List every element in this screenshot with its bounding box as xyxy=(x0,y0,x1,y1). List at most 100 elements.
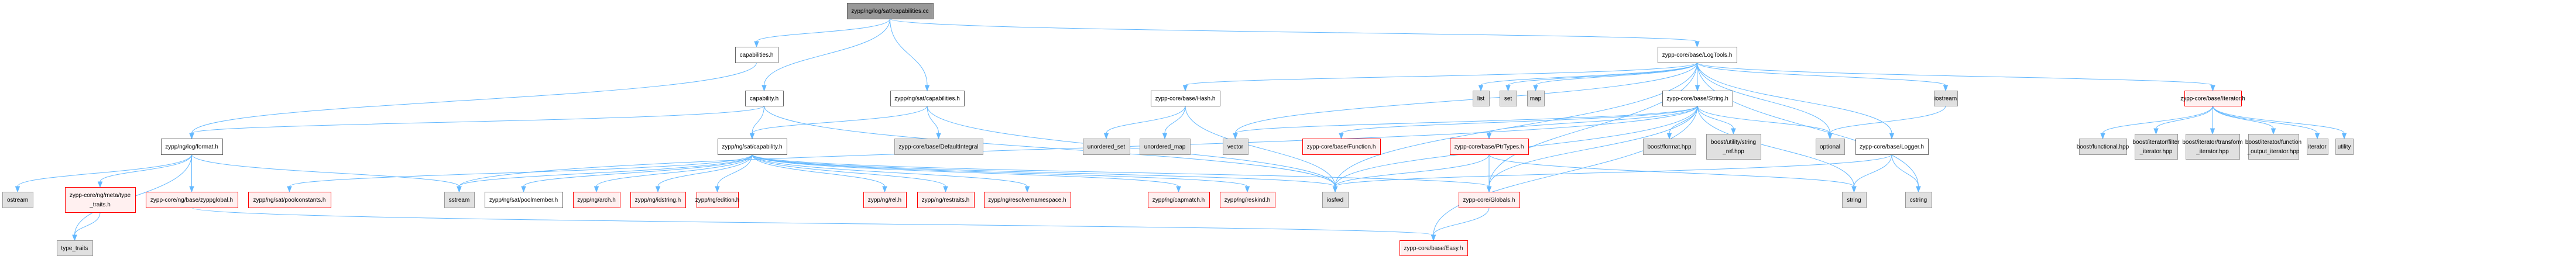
edge-line xyxy=(927,105,1336,187)
node-ostream: ostream xyxy=(2,192,33,208)
node-format-h[interactable]: zypp/ng/log/format.h xyxy=(161,139,223,155)
edge-line xyxy=(1535,62,1697,86)
node-label: _output_iterator.hpp xyxy=(2247,149,2300,155)
node-sat-capability-h[interactable]: zypp/ng/sat/capability.h xyxy=(718,139,787,155)
edge-ptrtypes_h-to-iosfwd xyxy=(1332,154,1490,193)
node-capability-h[interactable]: capability.h xyxy=(745,91,784,106)
node-box xyxy=(1459,192,1520,208)
node-label: _ref.hpp xyxy=(1722,149,1744,155)
edge-line xyxy=(764,18,890,86)
edge-logtools_h-to-iterator_h xyxy=(1697,62,2215,92)
edge-line xyxy=(1185,62,1697,86)
node-rel-h[interactable]: zypp/ng/rel.h xyxy=(863,192,907,208)
node-function-h[interactable]: zypp-core/base/Function.h xyxy=(1302,139,1381,155)
edge-line xyxy=(752,154,1179,187)
node-logger-h[interactable]: zypp-core/base/Logger.h xyxy=(1855,139,1929,155)
edge-sat_capability_h-to-iosfwd xyxy=(752,154,1338,193)
edge-line xyxy=(1488,62,1697,187)
edge-string_h-to-boost_string_ref xyxy=(1697,105,1736,135)
node-box xyxy=(146,192,238,208)
node-poolconstants-h[interactable]: zypp/ng/sat/poolconstants.h xyxy=(248,192,331,208)
edge-arrowhead xyxy=(943,186,948,193)
edge-ptrtypes_h-to-string xyxy=(1488,154,1857,193)
edge-line xyxy=(764,105,1336,187)
node-vector: vector xyxy=(1223,139,1248,155)
node-box xyxy=(745,91,784,106)
edge-arrowhead xyxy=(1851,186,1857,193)
edge-line xyxy=(752,105,764,134)
node-root[interactable]: zypp/ng/log/sat/capabilities.cc xyxy=(847,3,934,19)
edge-string_h-to-sstream xyxy=(457,105,1698,193)
edge-line xyxy=(191,62,757,134)
edge-line xyxy=(1335,62,1697,187)
node-box xyxy=(65,187,136,213)
node-sat-capabilities-h[interactable]: zypp/ng/sat/capabilities.h xyxy=(890,91,965,106)
node-iterator-h[interactable]: zypp-core/base/Iterator.h xyxy=(2180,91,2245,106)
node-box xyxy=(2335,139,2354,155)
node-string-h[interactable]: zypp-core/base/String.h xyxy=(1662,91,1733,106)
edge-arrowhead xyxy=(1233,133,1238,140)
node-box xyxy=(57,240,93,256)
edge-line xyxy=(1335,154,1892,187)
edge-line xyxy=(2213,105,2345,134)
edge-line xyxy=(2102,105,2213,134)
node-capmatch-h[interactable]: zypp/ng/capmatch.h xyxy=(1148,192,1210,208)
node-globals-h[interactable]: zypp-core/Globals.h xyxy=(1459,192,1520,208)
edge-iterator_h-to-boost_functional xyxy=(2100,105,2213,140)
node-resolvernamespace-h[interactable]: zypp/ng/resolvernamespace.h xyxy=(984,192,1071,208)
edge-line xyxy=(523,154,753,187)
edge-string_h-to-optional xyxy=(1697,105,1833,140)
edge-string_h-to-ptrtypes_h xyxy=(1486,105,1698,140)
edge-sat_capabilities_h-to-sat_capability_h xyxy=(749,105,928,140)
node-label: type_traits xyxy=(61,246,88,252)
edge-sat_capability_h-to-arch_h xyxy=(594,154,753,193)
node-box xyxy=(630,192,686,208)
edge-logger_h-to-string xyxy=(1851,154,1892,193)
node-meta-type-traits-h[interactable]: zypp-core/ng/meta/type_traits.h xyxy=(65,187,136,213)
edge-line xyxy=(289,154,753,187)
node-capabilities-h[interactable]: capabilities.h xyxy=(735,47,778,63)
node-label: string xyxy=(1847,197,1861,203)
node-edition-h[interactable]: zypp/ng/edition.h xyxy=(695,192,740,208)
node-logtools-h[interactable]: zypp-core/base/LogTools.h xyxy=(1658,47,1737,63)
node-box xyxy=(697,192,739,208)
node-label: zypp/ng/restraits.h xyxy=(922,197,970,203)
node-zyppglobal-h[interactable]: zypp-core/ng/base/zyppglobal.h xyxy=(146,192,238,208)
edge-line xyxy=(191,207,1434,236)
node-label: vector xyxy=(1227,144,1244,150)
node-string: string xyxy=(1842,192,1867,208)
node-label: unordered_set xyxy=(1088,144,1126,150)
node-box xyxy=(1706,134,1761,160)
node-box xyxy=(1658,47,1737,63)
edge-format_h-to-ostream xyxy=(15,154,192,193)
node-hash-h[interactable]: zypp-core/base/Hash.h xyxy=(1151,91,1220,106)
edge-arrowhead xyxy=(2314,133,2320,140)
node-label: iostream xyxy=(1934,96,1957,102)
node-ptrtypes-h[interactable]: zypp-core/base/PtrTypes.h xyxy=(1450,139,1529,155)
node-easy-h[interactable]: zypp-core/base/Easy.h xyxy=(1400,240,1468,256)
node-optional: optional xyxy=(1816,139,1845,155)
edge-line xyxy=(1480,62,1697,86)
edge-line xyxy=(756,18,890,42)
node-restraits-h[interactable]: zypp/ng/restraits.h xyxy=(917,192,975,208)
node-reskind-h[interactable]: zypp/ng/reskind.h xyxy=(1220,192,1275,208)
node-box xyxy=(1855,139,1929,155)
node-label: _traits.h xyxy=(89,202,111,208)
edge-line xyxy=(1697,105,1734,129)
node-label: zypp-core/base/Iterator.h xyxy=(2180,96,2245,102)
node-box xyxy=(1322,192,1349,208)
edge-line xyxy=(2213,105,2318,134)
node-idstring-h[interactable]: zypp/ng/idstring.h xyxy=(630,192,686,208)
edge-arrowhead xyxy=(924,85,930,92)
node-box xyxy=(1905,192,1932,208)
edge-line xyxy=(752,154,1490,187)
node-box xyxy=(485,192,563,208)
edge-arrowhead xyxy=(754,41,759,48)
node-arch-h[interactable]: zypp/ng/arch.h xyxy=(573,192,620,208)
node-box xyxy=(1220,192,1275,208)
node-iostream: iostream xyxy=(1934,91,1958,106)
edge-arrowhead xyxy=(1339,133,1344,140)
node-unordered-set: unordered_set xyxy=(1083,139,1130,155)
node-poolmember-h[interactable]: zypp/ng/sat/poolmember.h xyxy=(485,192,563,208)
node-unordered-map: unordered_map xyxy=(1140,139,1191,155)
